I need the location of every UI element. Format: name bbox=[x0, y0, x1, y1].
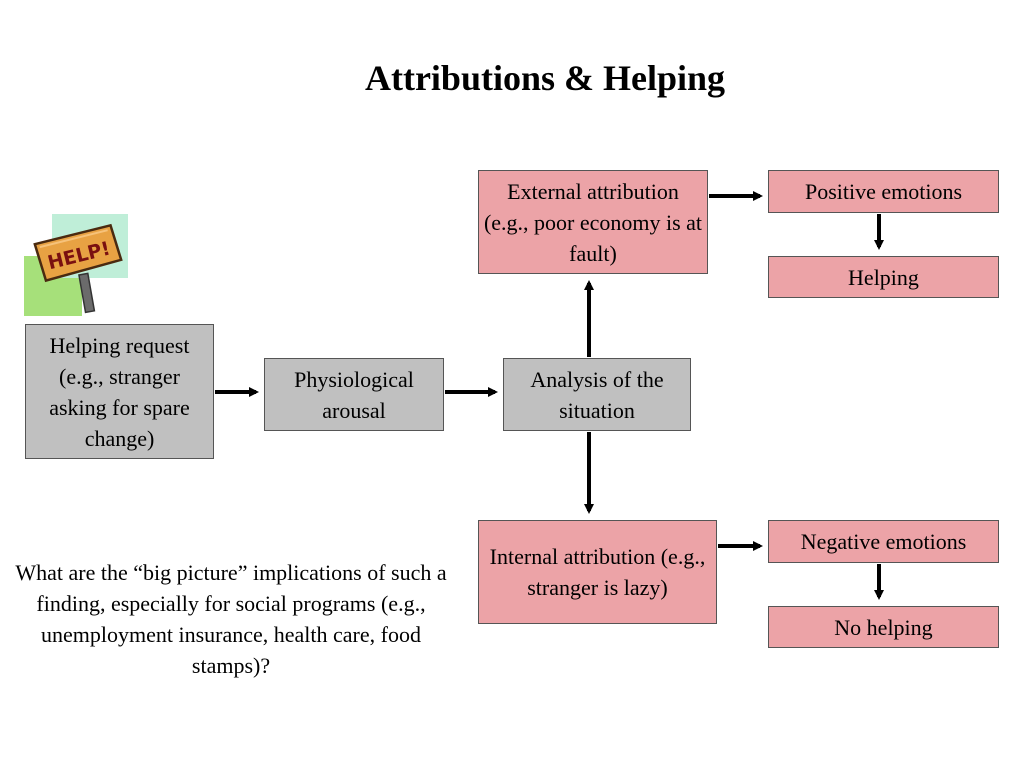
help-sign-icon: HELP! bbox=[24, 212, 132, 316]
no-helping-label: No helping bbox=[834, 614, 933, 640]
external-attribution-box: External attribution (e.g., poor economy… bbox=[478, 170, 708, 274]
internal-attribution-box: Internal attribution (e.g., stranger is … bbox=[478, 520, 717, 624]
discussion-question: What are the “big picture” implications … bbox=[15, 560, 447, 678]
helping-box: Helping bbox=[768, 256, 999, 298]
negative-emotions-box: Negative emotions bbox=[768, 520, 999, 563]
page-title: Attributions & Helping bbox=[364, 58, 726, 98]
positive-emotions-box: Positive emotions bbox=[768, 170, 999, 213]
helping-label: Helping bbox=[848, 264, 919, 290]
internal-attribution-label: Internal attribution (e.g., stranger is … bbox=[489, 544, 706, 600]
analysis-label: Analysis of the situation bbox=[530, 366, 664, 423]
helping-request-box: Helping request (e.g., stranger asking f… bbox=[25, 324, 214, 459]
positive-emotions-label: Positive emotions bbox=[804, 179, 963, 204]
no-helping-box: No helping bbox=[768, 606, 999, 648]
helping-request-label: Helping request (e.g., stranger asking f… bbox=[49, 332, 190, 451]
physiological-arousal-label: Physiological arousal bbox=[294, 366, 414, 423]
physiological-arousal-box: Physiological arousal bbox=[264, 358, 444, 431]
external-attribution-label: External attribution (e.g., poor economy… bbox=[483, 178, 703, 266]
negative-emotions-label: Negative emotions bbox=[800, 529, 967, 554]
analysis-box: Analysis of the situation bbox=[503, 358, 691, 431]
